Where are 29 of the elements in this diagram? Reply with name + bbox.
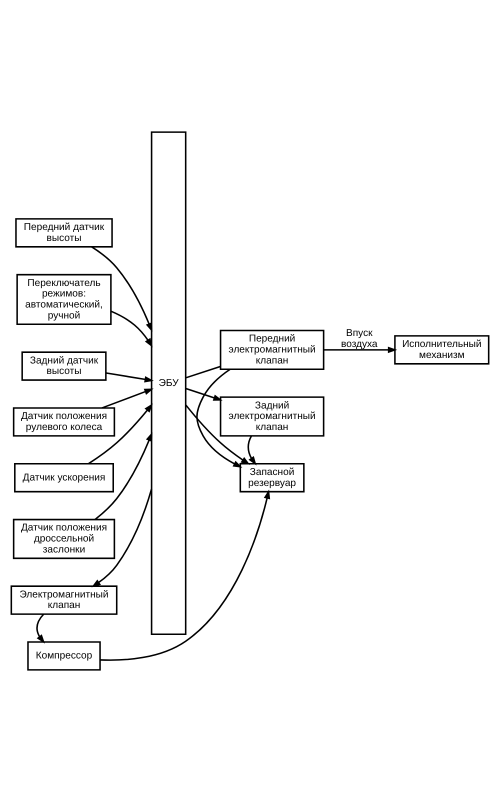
- arrow: [196, 368, 242, 468]
- connector: [186, 365, 221, 378]
- arrow: [100, 489, 270, 660]
- node-box: Задний электромагнитный клапан: [220, 396, 324, 436]
- arrow: [94, 432, 152, 520]
- arrow: [186, 387, 223, 400]
- node-box: Передний электромагнитный клапан: [220, 329, 324, 370]
- node-box: Датчик ускорения: [14, 462, 114, 492]
- node-box: Задний датчик высоты: [21, 350, 107, 380]
- node-box: Исполнительный механизм: [394, 334, 490, 364]
- arrow: [36, 613, 45, 644]
- arrow: [91, 488, 152, 587]
- node-box: Компрессор: [27, 640, 101, 670]
- arrow: [91, 246, 152, 332]
- arrow: [88, 402, 153, 464]
- arrow: [247, 435, 257, 466]
- arrow: [324, 346, 398, 353]
- node-box: Электромагнитный клапан: [10, 584, 118, 614]
- edge-label: Впуск воздуха: [341, 328, 378, 350]
- node-box: Передний датчик высоты: [15, 218, 113, 248]
- arrow: [102, 388, 154, 408]
- node-box: Датчик положения рулевого колеса: [12, 406, 116, 436]
- arrow: [110, 310, 153, 347]
- node-box: ЭБУ: [150, 130, 186, 635]
- node-box: Переключатель режимов: автоматический, ручной: [16, 273, 112, 325]
- arrow: [185, 404, 250, 464]
- node-box: Датчик положения дроссельной заслонки: [12, 518, 116, 559]
- arrow: [106, 372, 154, 382]
- node-box: Запасной резервуар: [240, 462, 305, 492]
